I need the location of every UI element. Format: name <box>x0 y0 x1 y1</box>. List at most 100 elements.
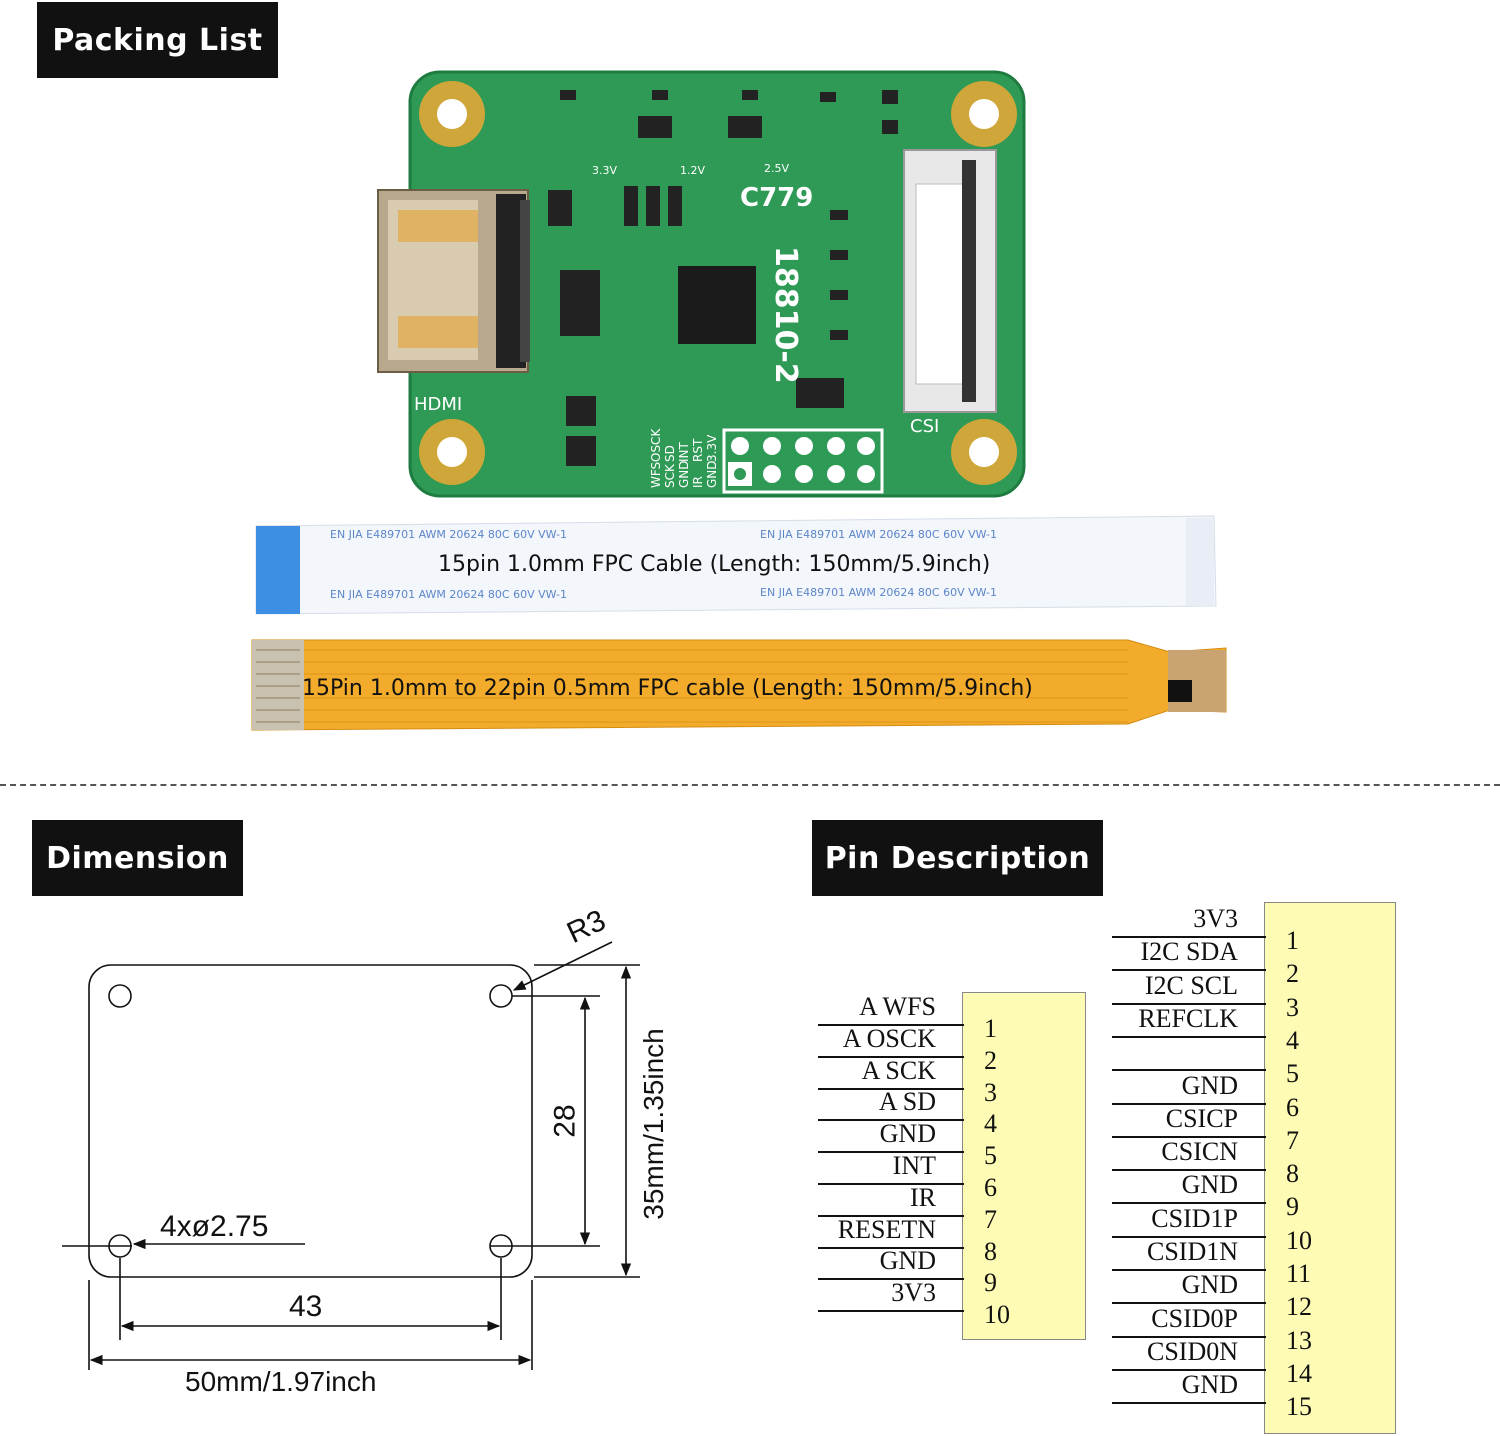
pin-line <box>818 1055 964 1058</box>
pin-name: A OSCK <box>842 1023 936 1053</box>
rail-label-3: 2.5V <box>764 162 789 175</box>
pin-line <box>1112 1102 1266 1105</box>
pin-name: A SCK <box>861 1055 936 1085</box>
pin-number: 6 <box>1286 1092 1299 1122</box>
pin-description-title: Pin Description <box>812 820 1103 896</box>
pin-name: CSICN <box>1161 1137 1238 1167</box>
pin-name: IR <box>910 1182 936 1212</box>
pin-number: 14 <box>1286 1358 1312 1388</box>
main-ic <box>678 266 756 344</box>
pin-line <box>1112 1035 1266 1038</box>
pin-line <box>818 1310 964 1313</box>
pin-line <box>818 1183 964 1185</box>
rail-label-1: 3.3V <box>592 164 617 177</box>
pin-number: 5 <box>984 1141 997 1171</box>
pin-name: I2C SCL <box>1144 970 1238 1000</box>
pin-line <box>1112 1069 1266 1072</box>
pin-line <box>1112 1368 1266 1371</box>
pin-line <box>1112 969 1266 972</box>
pin-number: 2 <box>1286 959 1299 989</box>
pin-number: 6 <box>984 1173 997 1202</box>
pin-name: GND <box>879 1119 936 1149</box>
pin-number: 3 <box>1286 992 1299 1022</box>
pin-name: 3V3 <box>1193 904 1238 933</box>
pin-number: 8 <box>1286 1159 1299 1189</box>
pin-name: GND <box>1181 1370 1238 1400</box>
pin-name: CSID0N <box>1146 1336 1238 1366</box>
rail-label-2: 1.2V <box>680 164 705 177</box>
header-label: SD <box>663 445 677 462</box>
yellow-fpc-cable <box>251 639 1227 731</box>
packing-list-title: Packing List <box>37 2 278 78</box>
pin-line <box>818 1214 964 1217</box>
pin-name: CSICP <box>1165 1103 1238 1133</box>
pin-number: 9 <box>984 1268 997 1298</box>
pin-name: GND <box>1181 1170 1238 1200</box>
pin-line <box>1112 1135 1266 1138</box>
pin-number: 1 <box>1286 926 1299 955</box>
pin-header <box>722 428 884 494</box>
pin-name: GND <box>879 1246 936 1276</box>
chip-label: C779 <box>740 183 813 213</box>
pin-number: 4 <box>984 1109 997 1139</box>
hdmi-connector <box>377 189 530 373</box>
height-label: 35mm/1.35inch <box>638 1028 669 1220</box>
pin-number: 10 <box>984 1300 1010 1330</box>
pin-line <box>818 1024 964 1026</box>
white-cable-print-row-3: EN JIA E489701 AWM 20624 80C 60V VW-1 <box>330 588 568 601</box>
white-cable-print-row-1: EN JIA E489701 AWM 20624 80C 60V VW-1 <box>330 528 568 541</box>
pin-box-left <box>962 992 1086 1340</box>
yellow-cable-label: 15Pin 1.0mm to 22pin 0.5mm FPC cable (Le… <box>302 676 1033 701</box>
pin-number: 8 <box>984 1236 997 1266</box>
board-illustration: C779 18810-2 HDMI CSI 3.3V 1.2V 2.5V WFS… <box>377 70 1026 498</box>
pin-line <box>818 1119 964 1122</box>
pin-number: 3 <box>984 1077 997 1107</box>
hdmi-silk-label: HDMI <box>414 394 462 415</box>
pin-line <box>1112 1402 1266 1405</box>
pin-name: GND <box>1181 1070 1238 1100</box>
header-label: WFS <box>649 462 663 488</box>
hole-top-right <box>489 984 513 1008</box>
pin-number: 4 <box>1286 1025 1299 1055</box>
white-cable-label: 15pin 1.0mm FPC Cable (Length: 150mm/5.9… <box>438 552 991 577</box>
hole-spacing-vertical-label: 28 <box>548 1104 582 1138</box>
pin-name: RESETN <box>837 1214 936 1244</box>
pin-line <box>1112 936 1266 938</box>
csi-connector <box>903 149 997 413</box>
small-components <box>548 90 898 466</box>
dimension-drawing <box>62 941 640 1370</box>
pin-name: REFCLK <box>1138 1003 1238 1033</box>
pin-line <box>1112 1202 1266 1205</box>
pin-line <box>1112 1169 1266 1172</box>
pin-number: 2 <box>984 1045 997 1075</box>
pin-number: 7 <box>984 1204 997 1234</box>
pin-name: A SD <box>878 1087 936 1117</box>
pin-line <box>1112 1302 1266 1305</box>
hole-top-left <box>108 984 132 1008</box>
mounting-holes <box>419 81 1017 485</box>
pin-name: I2C SDA <box>1140 937 1238 967</box>
pin-name: CSID1N <box>1146 1237 1238 1266</box>
white-cable-print-row-2: EN JIA E489701 AWM 20624 80C 60V VW-1 <box>760 528 998 541</box>
csi-silk-label: CSI <box>910 416 939 437</box>
header-label: GND <box>677 460 691 488</box>
header-label: RST <box>691 438 705 462</box>
header-label: 3.3V <box>705 434 719 462</box>
header-label: SCK <box>663 463 677 488</box>
pin-line <box>818 1246 964 1249</box>
dimension-title: Dimension <box>32 820 243 896</box>
pin-number: 10 <box>1286 1225 1312 1255</box>
pin-number: 9 <box>1286 1192 1299 1222</box>
white-fpc-cable <box>255 515 1217 615</box>
pin-name: A WFS <box>859 992 936 1021</box>
header-label: GND <box>705 460 719 488</box>
header-silk-labels: WFS OSCK SCK SD GND INT IR RST GND 3.3V <box>649 428 719 488</box>
pin-name: INT <box>892 1151 936 1180</box>
pin-line <box>1112 1269 1266 1271</box>
board-code: 18810-2 <box>768 246 803 384</box>
pin-number: 12 <box>1286 1292 1312 1322</box>
pin-number: 5 <box>1286 1059 1299 1089</box>
header-label: IR <box>691 476 705 488</box>
pin-box-right <box>1264 902 1396 1434</box>
